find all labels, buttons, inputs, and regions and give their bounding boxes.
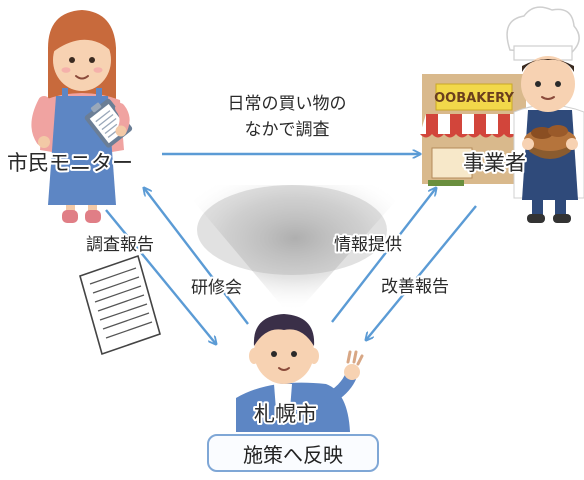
report-document-icon [79,254,161,356]
bakery-shop-icon: OOBAKERY [420,74,528,186]
edge-label-monitor-to-business-line-2: なかで調査 [245,120,330,140]
center-shadow [180,185,410,318]
city-official-icon [236,314,364,432]
edge-label-monitor-to-city: 調査報告 [86,235,154,255]
arrow-monitor-to-city [105,209,216,344]
edge-label-city-to-business: 情報提供 [334,235,402,255]
arrow-city-to-monitor [144,188,249,325]
policy-reflection-box: 施策へ反映 [207,434,379,472]
shop-sign: OOBAKERY [434,91,514,106]
arrow-city-to-business [331,188,436,323]
node-label-monitor: 市民モニター [7,151,133,175]
edge-label-business-to-city: 改善報告 [381,277,449,297]
edge-label-city-to-monitor: 研修会 [191,278,242,298]
woman-monitor-icon [31,10,124,223]
edge-label-monitor-to-business-line-1: 日常の買い物の [228,94,347,114]
baker-icon [506,6,584,223]
center-shadow-core [197,185,387,275]
node-label-business: 事業者 [463,151,526,175]
arrow-business-to-city [366,205,477,340]
node-label-city: 札幌市 [254,402,317,426]
